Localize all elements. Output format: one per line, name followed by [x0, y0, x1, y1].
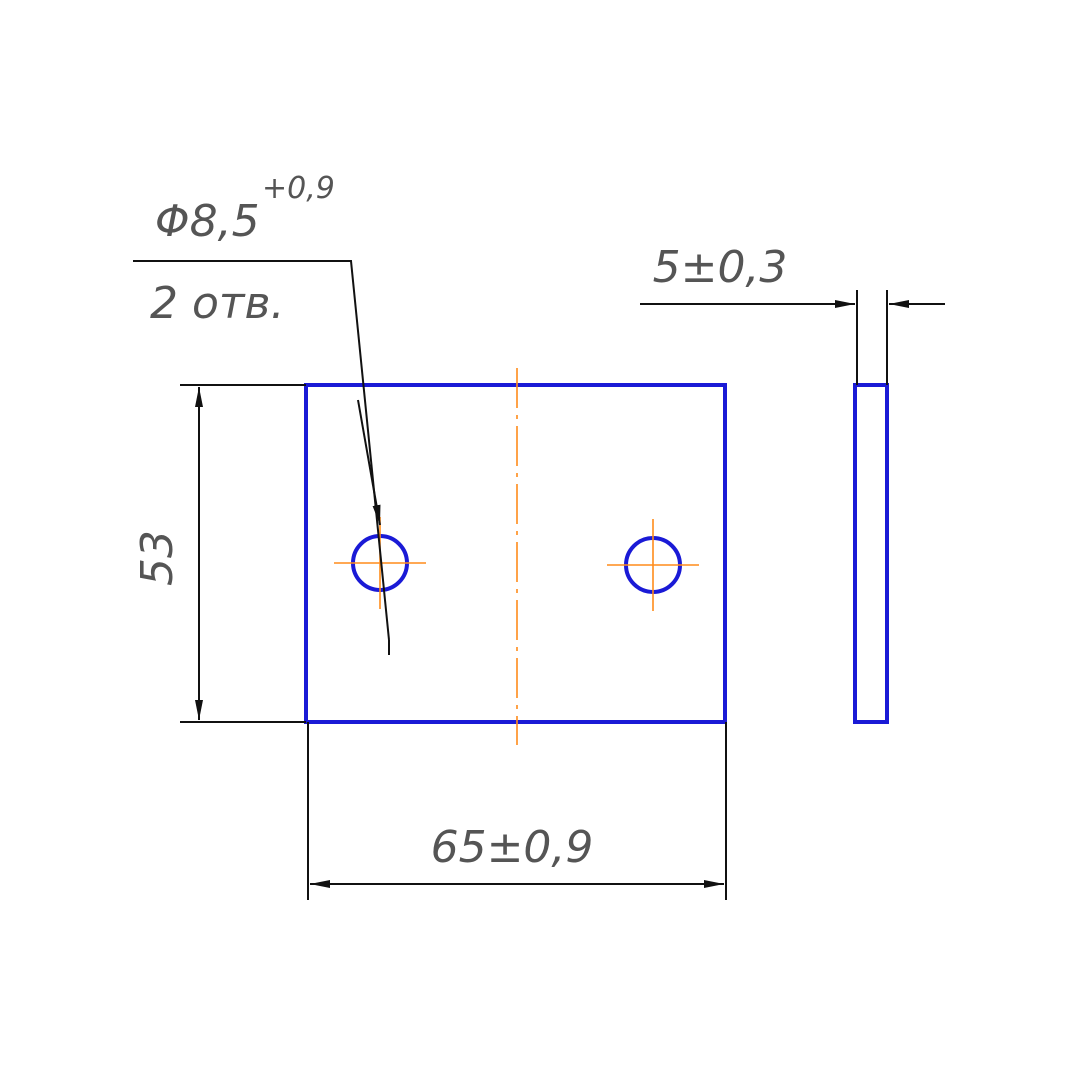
thickness-dimension: 5±0,3: [640, 242, 945, 385]
height-label: 53: [132, 530, 183, 586]
hole-tolerance-label: +0,9: [262, 171, 335, 206]
hole-callout: Φ8,5 +0,9 2 отв.: [133, 171, 390, 655]
front-view: [304, 368, 727, 745]
width-label: 65±0,9: [431, 822, 594, 873]
hole-left: [334, 517, 426, 609]
side-view-outline: [853, 383, 889, 724]
side-view: [853, 383, 889, 724]
leader-arrow: [357, 399, 381, 526]
height-dimension: 53: [132, 384, 306, 723]
hole-diameter-label: Φ8,5: [155, 196, 260, 247]
hole-right: [607, 519, 699, 611]
plate-outline: [304, 383, 727, 724]
width-dimension: 65±0,9: [307, 722, 727, 900]
hole-count-label: 2 отв.: [150, 278, 284, 329]
thickness-label: 5±0,3: [653, 242, 788, 293]
